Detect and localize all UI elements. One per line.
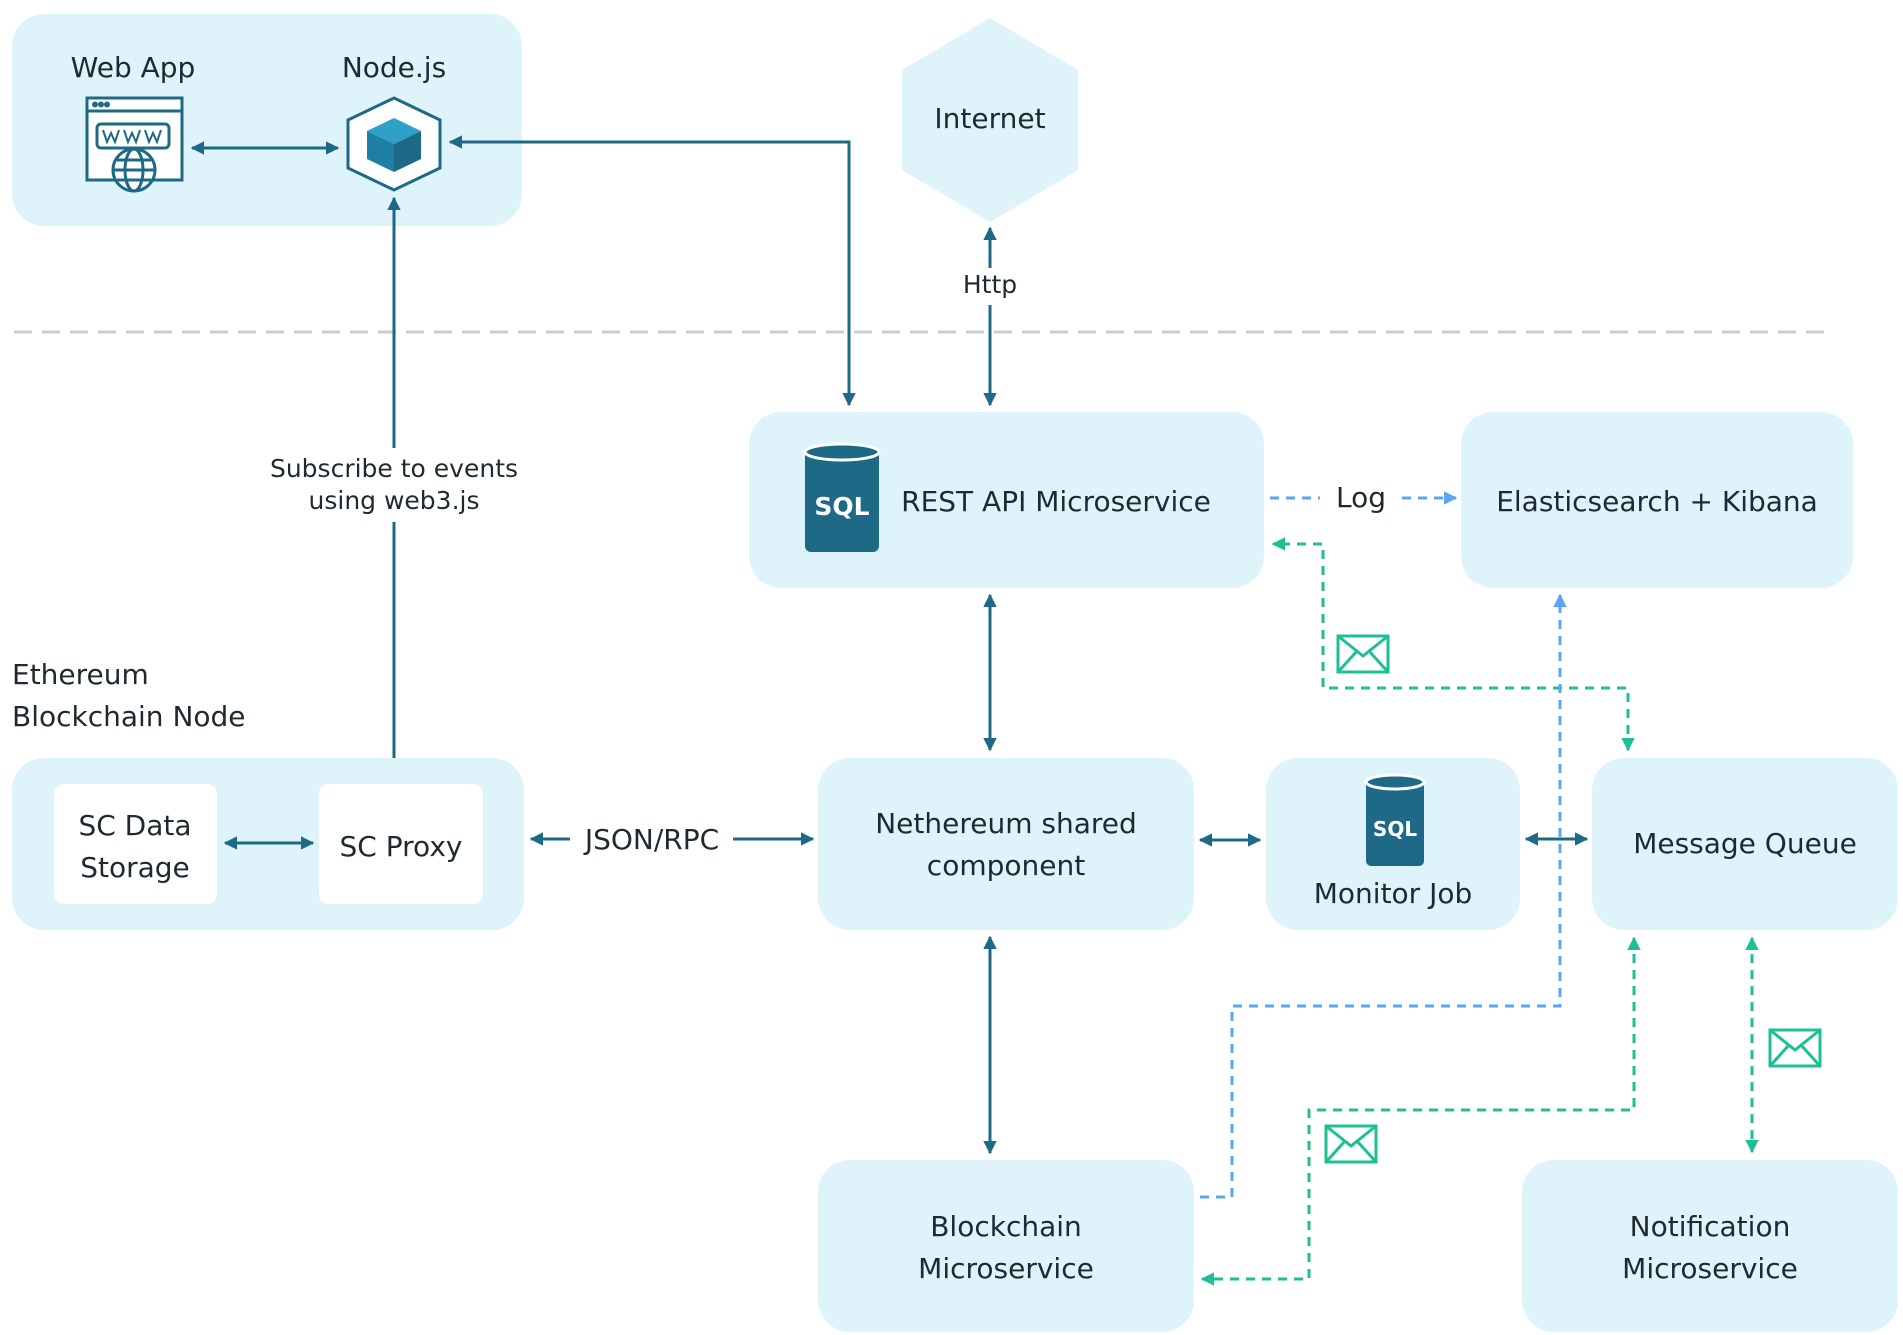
blockchain-queue-message-connector xyxy=(1200,936,1641,1286)
message-queue-box xyxy=(1592,758,1898,930)
http-label: Http xyxy=(963,270,1017,299)
message-queue-label: Message Queue xyxy=(1633,827,1857,860)
notification-label-line2: Microservice xyxy=(1622,1252,1798,1285)
monitor-job-label: Monitor Job xyxy=(1314,877,1473,910)
monitor-db-label: SQL xyxy=(1373,817,1417,841)
internet-hexagon xyxy=(902,18,1078,222)
log-label: Log xyxy=(1336,481,1386,514)
www-browser-icon xyxy=(85,96,184,193)
sc-proxy-box xyxy=(319,784,483,904)
database-icon: SQL xyxy=(803,442,881,552)
envelope-icon xyxy=(1336,634,1390,674)
nodejs-cube-icon xyxy=(346,96,442,192)
envelope-icon xyxy=(1768,1028,1822,1068)
jsonrpc-label: JSON/RPC xyxy=(583,823,719,856)
nethereum-label-line2: component xyxy=(927,849,1085,882)
database-icon: SQL xyxy=(1364,773,1426,866)
rest-api-db-label: SQL xyxy=(814,492,869,521)
blockchain-label-line2: Microservice xyxy=(918,1252,1094,1285)
blockchain-label-line1: Blockchain xyxy=(930,1210,1082,1243)
notification-label-line1: Notification xyxy=(1630,1210,1791,1243)
web-app-label: Web App xyxy=(71,51,196,84)
internet-label: Internet xyxy=(934,102,1045,135)
elasticsearch-label: Elasticsearch + Kibana xyxy=(1496,485,1818,518)
subscribe-label-line1: Subscribe to events xyxy=(270,454,518,483)
ethereum-title-line2: Blockchain Node xyxy=(12,700,246,733)
notification-microservice-box xyxy=(1522,1160,1898,1332)
ethereum-title-line1: Ethereum xyxy=(12,658,149,691)
sc-data-storage-label-line1: SC Data xyxy=(78,809,191,842)
nethereum-label-line1: Nethereum shared xyxy=(875,807,1137,840)
blockchain-microservice-box xyxy=(818,1160,1194,1332)
subscribe-label-line2: using web3.js xyxy=(309,486,480,515)
nethereum-box xyxy=(818,758,1194,930)
rest-api-label: REST API Microservice xyxy=(901,485,1211,518)
sc-data-storage-label-line2: Storage xyxy=(80,851,190,884)
sc-proxy-label: SC Proxy xyxy=(340,830,463,863)
nodejs-label: Node.js xyxy=(342,51,446,84)
envelope-icon xyxy=(1324,1124,1378,1164)
nodejs-rest-connector xyxy=(448,135,856,407)
sc-data-storage-box xyxy=(54,784,217,904)
